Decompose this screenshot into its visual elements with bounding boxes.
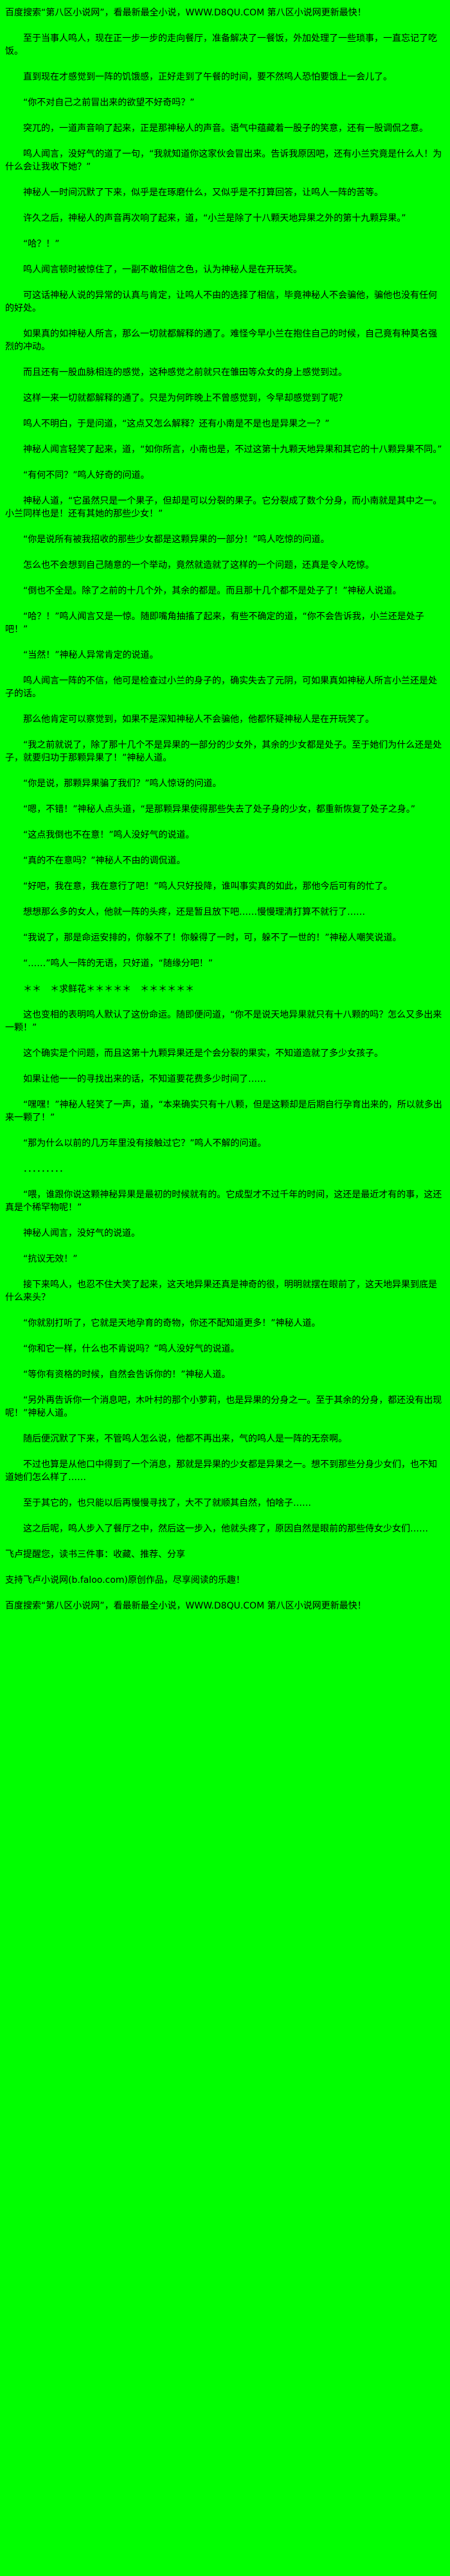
novel-paragraph: “你不对自己之前冒出来的欲望不好奇吗？” (23, 98, 195, 108)
novel-paragraph: “……”鸣人一阵的无语，只好道，“随缘分吧！” (23, 958, 213, 969)
novel-paragraph: “另外再告诉你一个消息吧，木叶村的那个小萝莉，也是异果的分身之一。至于其余的分身… (5, 1395, 442, 1418)
novel-paragraph: 神秘人闻言，没好气的说道。 (23, 1228, 140, 1239)
novel-paragraph: 突兀的，一道声音响了起来，正是那神秘人的声音。语气中蕴藏着一股子的笑意，还有一股… (23, 123, 428, 134)
novel-paragraph: “你就别打听了，它就是天地孕育的奇物，你还不配知道更多！”神秘人道。 (23, 1318, 321, 1328)
chapter-content: 至于当事人鸣人，现在正一步一步的走向餐厅，准备解决了一餐饭，外加处理了一些琐事，… (5, 32, 445, 1535)
novel-paragraph: 这也变相的表明鸣人默认了这份命运。随即便问道，“你不是说天地异果就只有十八颗的吗… (5, 1010, 442, 1033)
novel-paragraph: “你是说，那颗异果骗了我们？”鸣人惊讶的问道。 (23, 779, 222, 789)
novel-paragraph: 那么他肯定可以察觉到，如果不是深知神秘人不会骗他，他都怀疑神秘人是在开玩笑了。 (23, 714, 374, 725)
novel-paragraph: 至于当事人鸣人，现在正一步一步的走向餐厅，准备解决了一餐饭，外加处理了一些琐事，… (5, 33, 437, 57)
novel-paragraph: 鸣人不明白，于是问道，“这点又怎么解释？还有小南是不是也是异果之一？” (23, 419, 330, 429)
novel-paragraph: 这之后呢，鸣人步入了餐厅之中，然后这一步入，他就头疼了，原因自然是眼前的那些侍女… (23, 1524, 428, 1534)
novel-paragraph: 直到现在才感觉到一阵的饥饿感，正好走到了午餐的时间，要不然鸣人恐怕要饿上一会儿了… (23, 72, 392, 82)
site-promo-top: 百度搜索“第八区小说网”，看最新最全小说，WWW.D8QU.COM 第八区小说网… (5, 8, 366, 18)
faloo-support-line: 支持飞卢小说网(b.faloo.com)原创作品，尽享阅读的乐趣！ (5, 1575, 245, 1585)
novel-paragraph: “你是说所有被我招收的那些少女都是这颗异果的一部分！”鸣人吃惊的问道。 (23, 534, 330, 545)
novel-paragraph: “那为什么以前的几万年里没有接触过它？”鸣人不解的问道。 (23, 1138, 267, 1149)
novel-paragraph: 如果让他一一的寻找出来的话，不知道要花费多少时间了…… (23, 1074, 266, 1084)
novel-paragraph: “当然！”神秘人异常肯定的说道。 (23, 650, 159, 660)
novel-paragraph: “喂，谁跟你说这颗神秘异果是最初的时候就有的。它成型才不过千年的时间，这还是最近… (5, 1190, 442, 1213)
novel-paragraph: 神秘人一时间沉默了下来，似乎是在琢磨什么，又似乎是不打算回答，让鸣人一阵的苦等。 (23, 188, 383, 198)
novel-paragraph: “嘿嘿！”神秘人轻笑了一声，道，“本来确实只有十八颗，但是这颗却是后期自行孕育出… (5, 1100, 442, 1123)
novel-paragraph: 这个确实是个问题，而且这第十九颗异果还是个会分裂的果实，不知道造就了多少女孩子。 (23, 1048, 383, 1059)
novel-paragraph: 鸣人闻言一阵的不信，他可是检查过小兰的身子的，确实失去了元阴，可如果真如神秘人所… (5, 676, 437, 699)
site-promo-bottom: 百度搜索“第八区小说网”，看最新最全小说，WWW.D8QU.COM 第八区小说网… (5, 1601, 366, 1611)
novel-paragraph: 神秘人道，“它虽然只是一个果子，但却是可以分裂的果子。它分裂成了数个分身，而小南… (5, 496, 442, 519)
novel-paragraph: “有何不同？”鸣人好奇的问道。 (23, 470, 150, 481)
novel-paragraph: 鸣人闻言顿时被惊住了，一副不敢相信之色，认为神秘人是在开玩笑。 (23, 265, 302, 275)
novel-paragraph: “等你有资格的时候，自然会告诉你的！”神秘人道。 (23, 1370, 231, 1380)
novel-paragraph: “好吧，我在意，我在意行了吧！”鸣人只好投降，谁叫事实真的如此，那他今后可有的忙… (23, 881, 393, 892)
novel-paragraph: 接下来鸣人，也忍不住大笑了起来，这天地异果还真是神奇的很，明明就摆在眼前了，这天… (5, 1280, 437, 1303)
novel-paragraph: 至于其它的，也只能以后再慢慢寻找了，大不了就顺其自然，怕啥子…… (23, 1498, 311, 1508)
novel-paragraph: “倒也不全是。除了之前的十几个外，其余的都是。而且那十几个都不是处子了！”神秘人… (23, 586, 402, 596)
novel-paragraph: 怎么也不会想到自己随意的一个举动，竟然就造就了这样的一个问题，还真是令人吃惊。 (23, 560, 374, 570)
novel-paragraph: 可这话神秘人说的异常的认真与肯定，让鸣人不由的选择了相信，毕竟神秘人不会骗他，骗… (5, 290, 437, 313)
novel-paragraph: 而且还有一股血脉相连的感觉，这种感觉之前就只在雏田等众女的身上感觉到过。 (23, 367, 347, 378)
novel-paragraph: ＊＊ ＊求鲜花＊＊＊＊＊ ＊＊＊＊＊＊ (23, 984, 194, 994)
novel-paragraph: “哈？！” (23, 239, 60, 249)
novel-paragraph: 不过也算是从他口中得到了一个消息，那就是异果的少女都是异果之一。想不到那些分身少… (5, 1460, 437, 1483)
faloo-reminder-line: 飞卢提醒您，读书三件事：收藏、推荐、分享 (5, 1549, 185, 1560)
novel-paragraph: “抗议无效！” (23, 1254, 78, 1264)
novel-paragraph: “真的不在意吗？”神秘人不由的调侃道。 (23, 856, 186, 866)
novel-paragraph: 许久之后，神秘人的声音再次响了起来，道，“小兰是除了十八颗天地异果之外的第十九颗… (23, 213, 406, 224)
page-footer: 飞卢提醒您，读书三件事：收藏、推荐、分享 支持飞卢小说网(b.faloo.com… (5, 1548, 445, 1612)
novel-paragraph: 鸣人闻言，没好气的道了一句，“我就知道你这家伙会冒出来。告诉我原因吧，还有小兰究… (5, 149, 442, 172)
novel-paragraph: “你和它一样，什么也不肯说吗？”鸣人没好气的说道。 (23, 1344, 240, 1354)
novel-paragraph: 如果真的如神秘人所言，那么一切就都解释的通了。难怪今早小兰在抱住自己的时候，自己… (5, 329, 437, 352)
novel-paragraph: “这点我倒也不在意！”鸣人没好气的说道。 (23, 830, 195, 840)
novel-paragraph: ．．．．．．．．． (23, 1164, 68, 1174)
novel-paragraph: “嗯，不错！”神秘人点头道，“是那颗异果使得那些失去了处子身的少女，都重新恢复了… (23, 804, 416, 815)
novel-paragraph: “我说了，那是命运安排的，你躲不了！你躲得了一时，可，躲不了一世的！”神秘人嘲笑… (23, 933, 402, 943)
novel-paragraph: “哈？！”鸣人闻言又是一惊。随即嘴角抽搐了起来，有些不确定的道，“你不会告诉我，… (5, 612, 424, 635)
novel-paragraph: 想想那么多的女人，他就一阵的头疼，还是暂且放下吧……慢慢理清打算不就行了…… (23, 907, 365, 917)
novel-paragraph: 这样一来一切就都解释的通了。只是为何昨晚上不曾感觉到，今早却感觉到了呢？ (23, 393, 347, 403)
novel-paragraph: “我之前就说了，除了那十几个不是异果的一部分的少女外，其余的少女都是处子。至于她… (5, 740, 442, 763)
novel-paragraph: 随后便沉默了下来，不管鸣人怎么说，他都不再出来，气的鸣人是一阵的无奈啊。 (23, 1434, 347, 1444)
novel-paragraph: 神秘人闻言轻笑了起来，道，“如你所言，小南也是，不过这第十九颗天地异果和其它的十… (23, 445, 442, 455)
